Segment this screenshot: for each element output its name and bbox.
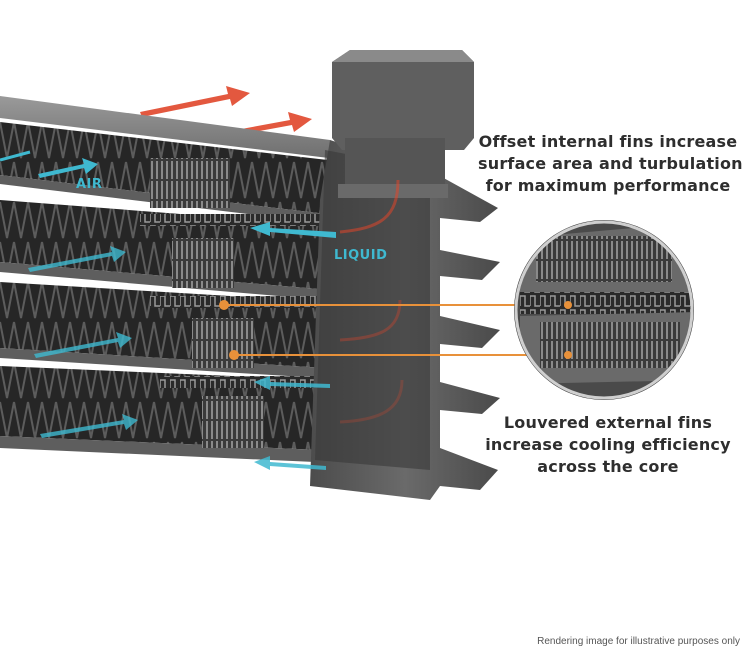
disclaimer-text: Rendering image for illustrative purpose…: [537, 636, 740, 647]
arrow-right-icon: [140, 86, 250, 117]
arrow-right-icon: [28, 246, 126, 272]
callout-line: Offset internal fins increase: [478, 132, 738, 151]
callout-line: across the core: [537, 457, 679, 476]
core-row: [0, 200, 335, 300]
arrow-right-icon: [38, 158, 98, 178]
top-plate: [0, 96, 345, 160]
callout-offset-fins: Offset internal fins increase surface ar…: [478, 131, 743, 197]
liquid-inflow-arrows: [250, 222, 336, 470]
arrow-left-icon: [250, 222, 336, 238]
callout-line: Louvered external fins: [503, 413, 713, 432]
arrow-right-icon: [236, 112, 312, 135]
callout-line: increase cooling efficiency: [485, 435, 731, 454]
liquid-label: LIQUID: [334, 248, 388, 263]
callout-line: for maximum performance: [485, 176, 731, 195]
arrow-right-icon: [34, 332, 132, 358]
liquid-flow: [339, 46, 406, 480]
core-row: [0, 366, 330, 462]
core-row: [0, 122, 345, 224]
core-row: [0, 282, 330, 378]
air-label: AIR: [76, 177, 103, 192]
core-rows: [0, 122, 345, 462]
air-flow-arrows: [0, 150, 138, 438]
magnifier-lens: [514, 220, 694, 400]
arrow-right-icon: [40, 414, 138, 438]
callout-louvered-fins: Louvered external fins increase cooling …: [478, 412, 738, 478]
arrow-left-icon: [254, 376, 330, 390]
arrow-left-icon: [254, 456, 326, 470]
callout-line: surface area and turbulation: [478, 154, 743, 173]
heat-exhaust-arrows: [140, 86, 312, 135]
